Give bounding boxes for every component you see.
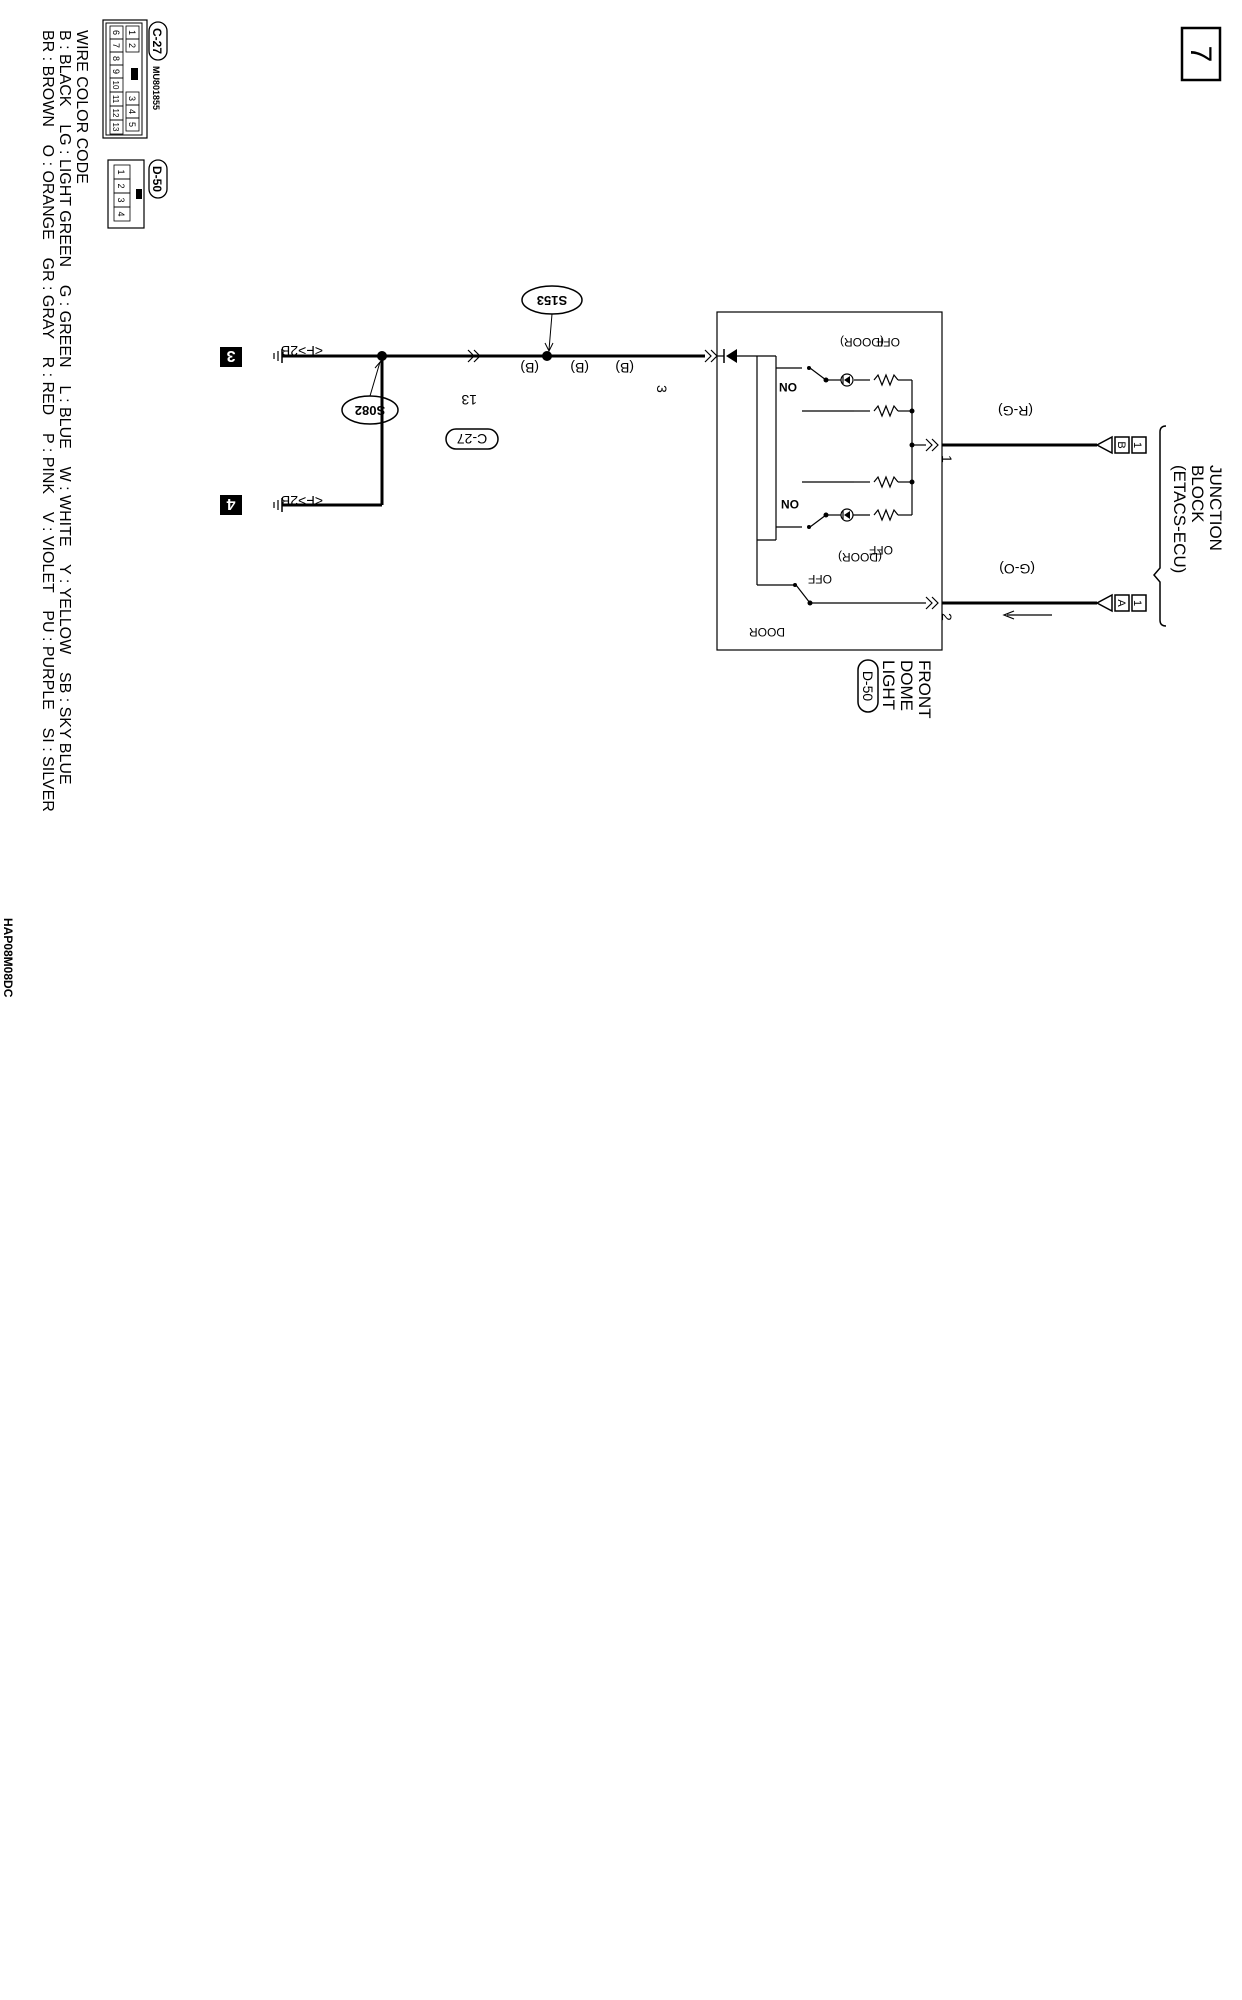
svg-text:D-50: D-50 (860, 671, 876, 702)
door-switch: OFF DOOR (749, 540, 832, 639)
svg-text:C-27: C-27 (150, 28, 164, 54)
svg-text:11: 11 (111, 95, 120, 104)
svg-text:MU801855: MU801855 (151, 66, 161, 110)
svg-text:2: 2 (116, 183, 126, 188)
diode-icon (726, 349, 737, 363)
svg-text:1: 1 (1131, 600, 1143, 606)
dome-pin-3: 3 (654, 385, 670, 393)
svg-text:(ETACS-ECU): (ETACS-ECU) (1170, 465, 1189, 573)
junction-connector-a: 1 A (1095, 593, 1147, 613)
svg-text:8: 8 (111, 56, 121, 61)
lamp-left (802, 366, 912, 418)
svg-text:FRONT: FRONT (915, 660, 934, 719)
svg-text:4: 4 (226, 495, 235, 512)
svg-text:2: 2 (127, 43, 137, 48)
connector-c27-tag: C-27 (445, 428, 499, 450)
svg-text:DOOR: DOOR (749, 625, 785, 639)
svg-text:OFF: OFF (876, 335, 900, 349)
svg-text:6: 6 (111, 30, 121, 35)
switch-right-labels: OFF (DOOR) ON (781, 497, 893, 564)
svg-text:1: 1 (127, 30, 137, 35)
svg-text:3: 3 (116, 197, 126, 202)
svg-text:7: 7 (111, 43, 121, 48)
svg-text:4: 4 (116, 211, 126, 216)
ground-4: <F>2B 4 (220, 493, 323, 515)
svg-text:C-27: C-27 (457, 431, 488, 447)
svg-text:B : BLACK LG : LIGHT GREEN: B : BLACK LG : LIGHT GREEN G : GREEN L :… (56, 30, 73, 785)
svg-text:DOME: DOME (897, 660, 916, 711)
svg-text:LIGHT: LIGHT (879, 660, 898, 710)
svg-text:(B): (B) (520, 360, 539, 376)
svg-text:BR : BROWN O : ORANGE GR: BR : BROWN O : ORANGE GR : GRAY R : RED … (39, 30, 56, 812)
svg-text:A: A (1115, 599, 1127, 607)
svg-text:D-50: D-50 (150, 166, 164, 192)
svg-text:5: 5 (127, 122, 137, 127)
svg-text:10: 10 (111, 81, 120, 90)
svg-text:1: 1 (116, 169, 126, 174)
front-dome-light-title: FRONT DOME LIGHT D-50 (857, 659, 934, 719)
diagram-code: HAP08M08DC (1, 918, 15, 998)
svg-text:S153: S153 (537, 293, 567, 308)
svg-text:<F>2B: <F>2B (281, 343, 323, 359)
svg-text:(DOOR): (DOOR) (838, 550, 882, 564)
svg-text:ON: ON (781, 497, 799, 511)
svg-text:9: 9 (111, 69, 121, 74)
svg-text:12: 12 (111, 109, 120, 118)
svg-text:WIRE COLOR CODE: WIRE COLOR CODE (73, 30, 90, 184)
svg-text:1: 1 (1131, 442, 1143, 448)
svg-text:JUNCTION: JUNCTION (1206, 465, 1225, 551)
svg-text:ON: ON (779, 380, 797, 394)
svg-text:(B): (B) (570, 360, 589, 376)
svg-text:B: B (1115, 441, 1127, 448)
svg-text:OFF: OFF (869, 543, 893, 557)
dome-pin-2: 2 (939, 613, 955, 621)
junction-block-bracket (1153, 425, 1167, 627)
wire-label-rg: (R-G) (998, 403, 1033, 419)
svg-text:13: 13 (111, 123, 120, 132)
c27-pin-13: 13 (461, 392, 477, 408)
splice-s082: S082 (341, 359, 399, 425)
junction-block-title: JUNCTION BLOCK (ETACS-ECU) (1170, 465, 1225, 573)
wire-color-code: WIRE COLOR CODE B : BLACK LG : LIGHT GRE… (39, 30, 90, 812)
svg-text:<F>2B: <F>2B (281, 493, 323, 509)
svg-text:(B): (B) (615, 360, 634, 376)
splice-s153: S153 (521, 285, 583, 353)
junction-connector-b: 1 B (1095, 435, 1147, 455)
svg-text:(DOOR): (DOOR) (840, 335, 884, 349)
svg-text:S082: S082 (355, 403, 385, 418)
svg-text:OFF: OFF (808, 572, 832, 586)
page-number-box: 7 (1180, 26, 1222, 82)
legend-d50: D-50 1 2 3 4 (107, 159, 168, 229)
ground-3: <F>2B 3 (220, 343, 323, 367)
page-number: 7 (1184, 46, 1217, 63)
front-dome-light-box (716, 311, 943, 651)
svg-text:4: 4 (127, 109, 137, 114)
svg-text:3: 3 (226, 347, 235, 364)
legend-c27: C-27 MU801855 1 2 3 4 5 6 7 8 (102, 19, 168, 139)
switch-left-labels: OFF (DOOR) ON (779, 335, 900, 394)
dome-pin-1: 1 (939, 455, 955, 463)
svg-text:3: 3 (127, 96, 137, 101)
wire-label-go: (G-O) (999, 561, 1035, 577)
lamp-right (802, 475, 912, 529)
svg-text:BLOCK: BLOCK (1188, 465, 1207, 523)
